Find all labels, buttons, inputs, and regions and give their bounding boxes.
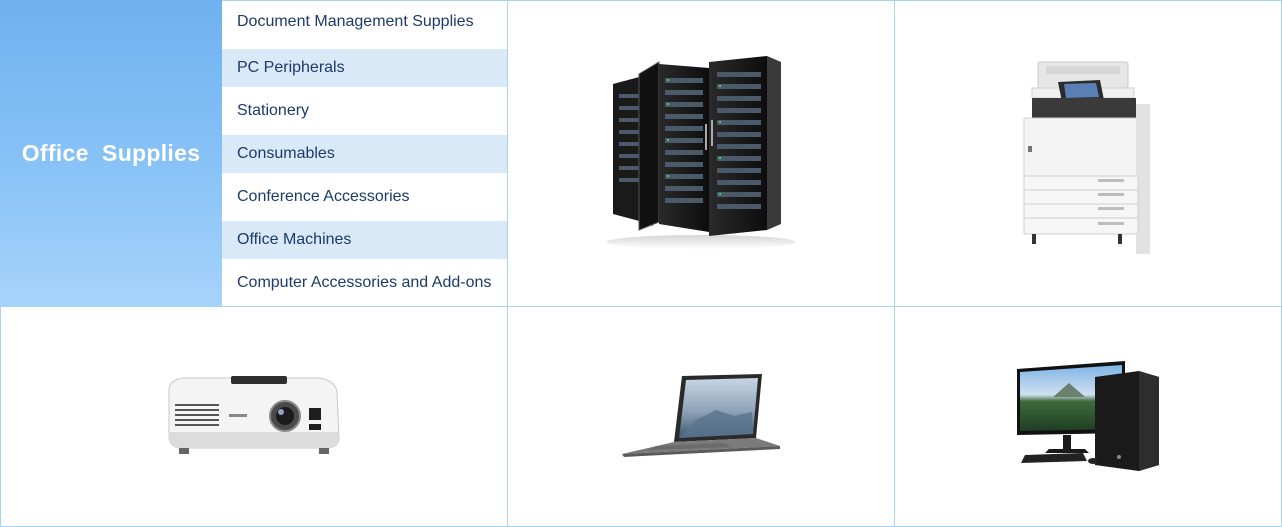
menu-item-label: PC Peripherals (237, 59, 345, 76)
menu-item-conference-accessories[interactable]: Conference Accessories (222, 178, 507, 216)
server-rack-icon (606, 55, 796, 249)
product-tile-desktop[interactable] (894, 306, 1282, 527)
menu-item-label: Stationery (237, 102, 310, 119)
menu-item-label: Office Machines (237, 231, 352, 248)
menu-item-label: Document Management Supplies (237, 13, 474, 30)
menu-item-computer-accessories[interactable]: Computer Accessories and Add-ons (222, 264, 507, 302)
menu-item-label: Consumables (237, 145, 335, 162)
menu-item-label: Conference Accessories (237, 188, 410, 205)
product-tile-copier[interactable] (894, 0, 1282, 307)
laptop-icon (622, 373, 780, 457)
copier-icon (1023, 61, 1150, 254)
product-tile-server[interactable] (507, 0, 895, 307)
category-banner: Office Supplies (0, 0, 222, 307)
projector-icon (168, 375, 340, 454)
product-tile-projector[interactable] (0, 306, 508, 527)
menu-item-label: Computer Accessories and Add-ons (237, 274, 492, 291)
menu-item-document-management-supplies[interactable]: Document Management Supplies (222, 3, 507, 41)
menu-item-office-machines[interactable]: Office Machines (222, 221, 507, 259)
menu-item-stationery[interactable]: Stationery (222, 92, 507, 130)
product-tile-laptop[interactable] (507, 306, 895, 527)
subcategory-menu: Document Management Supplies PC Peripher… (222, 0, 508, 307)
desktop-pc-icon (1017, 360, 1159, 471)
category-title: Office Supplies (21, 140, 201, 166)
menu-item-pc-peripherals[interactable]: PC Peripherals (222, 49, 507, 87)
menu-item-consumables[interactable]: Consumables (222, 135, 507, 173)
